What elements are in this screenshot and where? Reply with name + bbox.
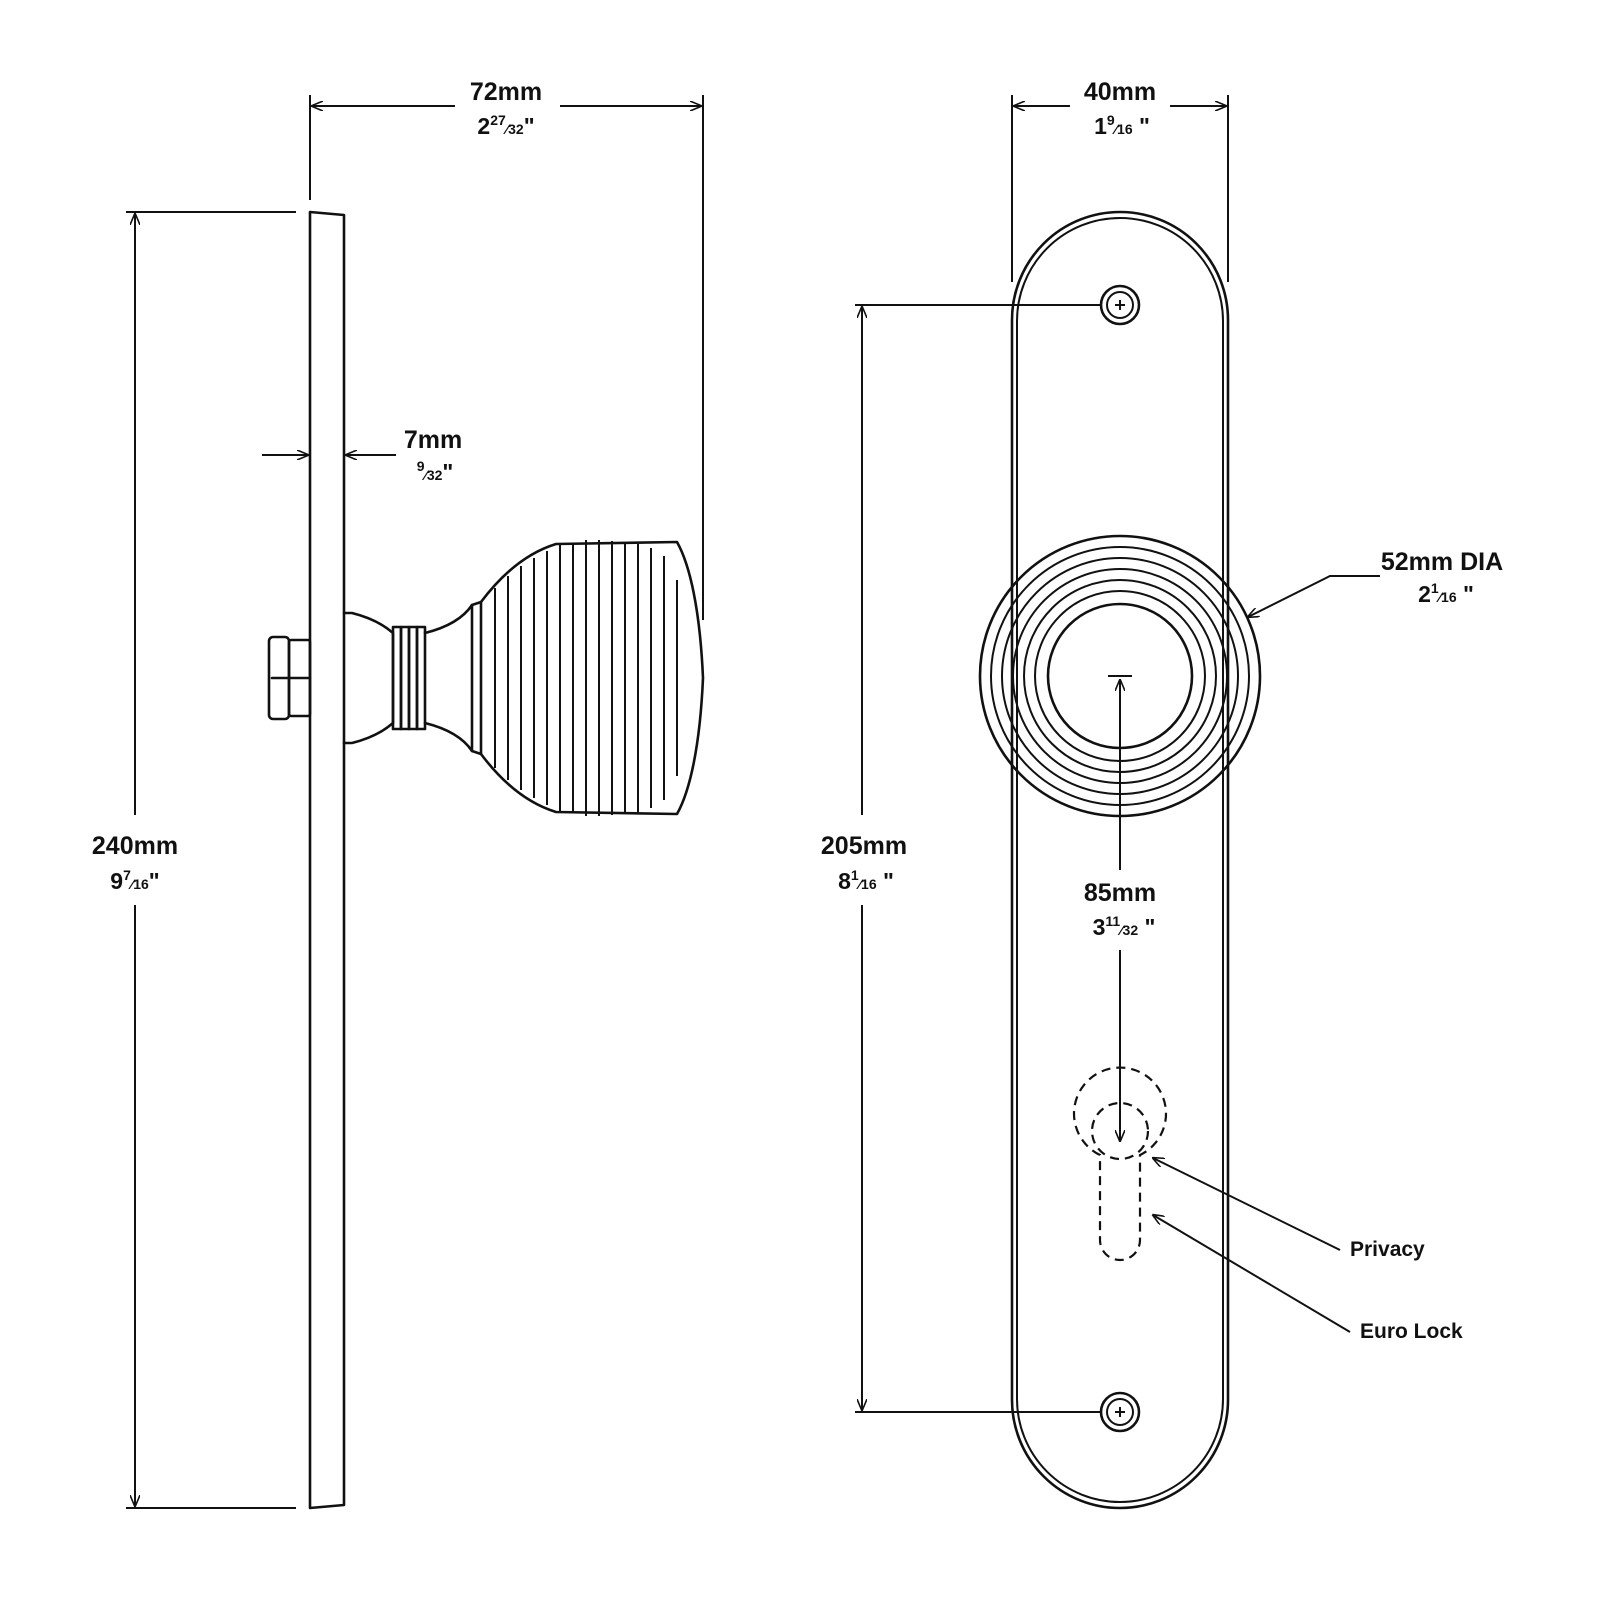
top-screw xyxy=(1099,284,1141,326)
dim-backset-centres-metric: 85mm xyxy=(1084,879,1156,907)
dim-plate-width: 40mm 19⁄16 " xyxy=(1011,78,1229,282)
dim-plate-thickness-imperial: 9⁄32" xyxy=(417,458,454,485)
dim-plate-height-imperial: 97⁄16" xyxy=(110,867,159,894)
front-backplate xyxy=(1010,210,1230,1510)
euro-lock-outline xyxy=(1072,1066,1168,1262)
dim-total-depth: 72mm 227⁄32" xyxy=(309,78,704,620)
dim-rose-diameter-imperial: 21⁄16 " xyxy=(1418,580,1474,607)
dim-backset-centres: 85mm 311⁄32 " xyxy=(1084,680,1156,1141)
dim-plate-height-metric: 240mm xyxy=(92,832,178,860)
callout-euro-lock-label: Euro Lock xyxy=(1360,1320,1463,1343)
side-view: 72mm 227⁄32" 7mm 9⁄32" 240mm 97⁄16" xyxy=(92,78,705,1510)
dim-rose-diameter-metric: 52mm DIA xyxy=(1381,548,1503,576)
side-backplate xyxy=(308,210,346,1510)
dim-total-depth-imperial: 227⁄32" xyxy=(477,112,534,139)
side-knob-reeds xyxy=(494,540,678,816)
callout-privacy-label: Privacy xyxy=(1350,1238,1425,1261)
callout-privacy: Privacy xyxy=(1153,1158,1425,1261)
dim-fixing-centres: 205mm 81⁄16 " xyxy=(821,304,1100,1413)
side-spindle-block xyxy=(267,635,312,721)
dim-plate-height: 240mm 97⁄16" xyxy=(92,211,296,1509)
dim-plate-width-metric: 40mm xyxy=(1084,78,1156,106)
dim-plate-thickness-metric: 7mm xyxy=(404,426,462,454)
dim-fixing-centres-imperial: 81⁄16 " xyxy=(838,867,894,894)
privacy-outline xyxy=(1090,1101,1150,1161)
dim-fixing-centres-metric: 205mm xyxy=(821,832,907,860)
dim-total-depth-metric: 72mm xyxy=(470,78,542,106)
dim-plate-thickness: 7mm 9⁄32" xyxy=(262,426,462,485)
dim-plate-width-imperial: 19⁄16 " xyxy=(1094,112,1150,139)
side-knob xyxy=(342,540,705,816)
lock-cutout xyxy=(1072,1066,1168,1262)
dim-rose-diameter: 52mm DIA 21⁄16 " xyxy=(1248,548,1503,617)
callout-euro-lock: Euro Lock xyxy=(1153,1215,1463,1343)
bottom-screw xyxy=(1099,1391,1141,1433)
dim-backset-centres-imperial: 311⁄32 " xyxy=(1093,913,1156,940)
front-view: 40mm 19⁄16 " 205mm 81⁄16 " 85mm 311⁄32 "… xyxy=(821,78,1503,1510)
